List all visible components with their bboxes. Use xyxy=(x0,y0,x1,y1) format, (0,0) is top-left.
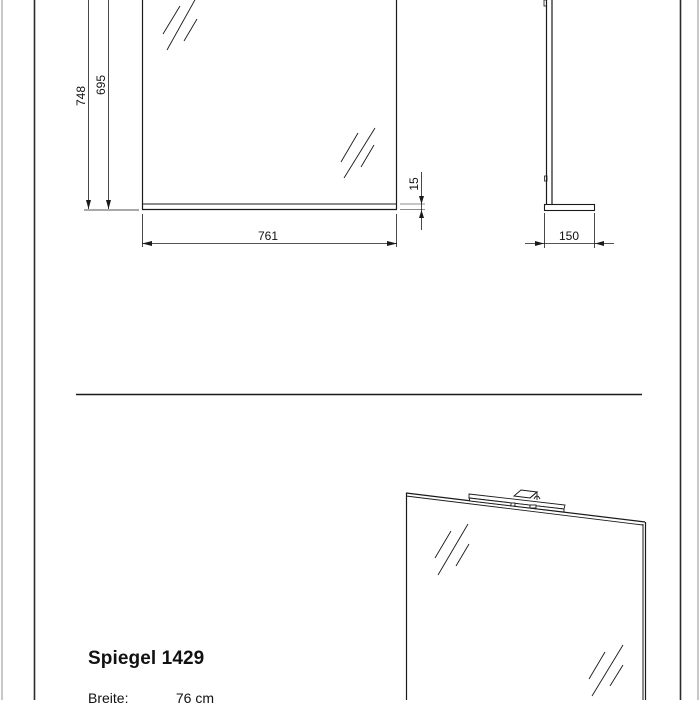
product-title: Spiegel 1429 xyxy=(88,648,205,669)
depth-label: 150 xyxy=(559,229,579,243)
spec-value: 76 cm xyxy=(175,690,215,706)
shelf-thickness-label: 15 xyxy=(407,177,421,191)
side-view-mirror xyxy=(543,0,596,212)
spec-row-width: Breite: 76 cm xyxy=(88,690,214,706)
height-dimensions xyxy=(84,0,139,211)
front-view-mirror xyxy=(141,0,398,211)
glass-reflection-icon xyxy=(340,127,376,179)
glass-reflection-icon xyxy=(588,644,624,697)
depth-dimension xyxy=(525,213,614,248)
perspective-mirror xyxy=(405,492,647,700)
spec-label: Breite: xyxy=(88,690,129,706)
height-inner-label: 695 xyxy=(94,75,108,95)
glass-reflection-icon xyxy=(434,523,470,576)
width-dimension xyxy=(142,214,397,247)
glass-reflection-icon xyxy=(162,0,198,51)
shelf-thickness-dimension xyxy=(400,172,425,230)
mirror-lamp-icon xyxy=(468,489,566,513)
height-outer-label: 748 xyxy=(74,86,88,106)
width-label: 761 xyxy=(258,229,278,243)
